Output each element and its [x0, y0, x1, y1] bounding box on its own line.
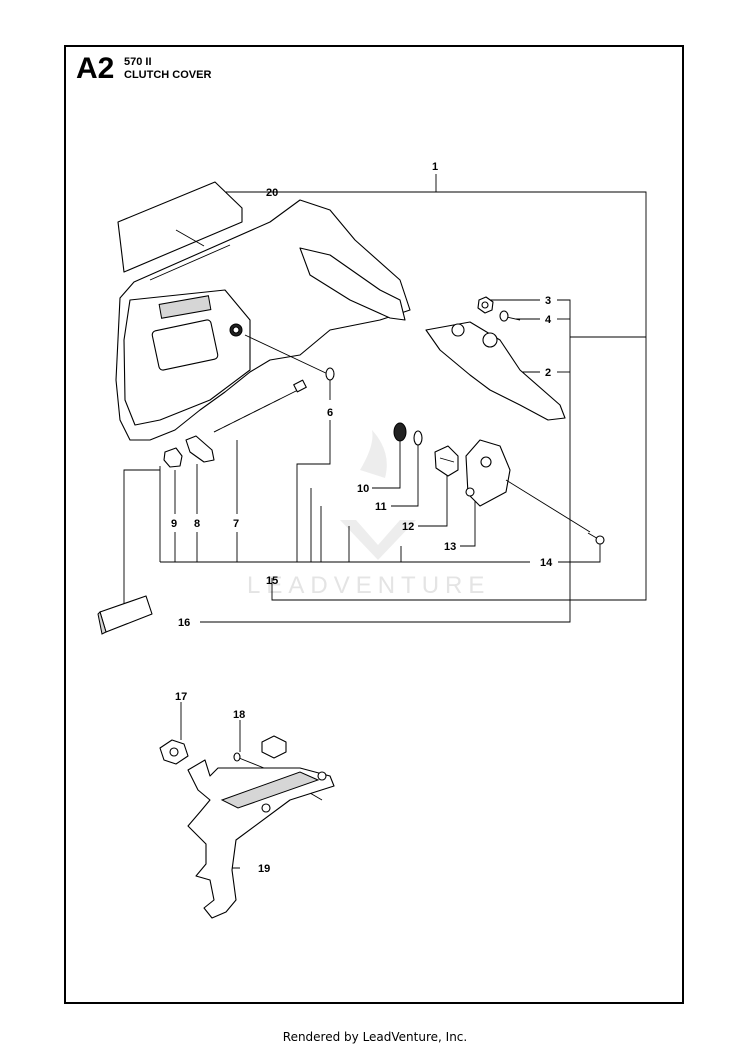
part-12-sprocket — [434, 445, 459, 477]
callout-15: 15 — [266, 575, 278, 587]
part-1-clutch-cover — [115, 199, 411, 441]
callout-10: 10 — [357, 483, 369, 495]
callout-labels: 1 2 3 4 6 7 8 9 10 11 12 13 14 15 16 17 … — [171, 161, 553, 875]
diagram-title: CLUTCH COVER — [124, 69, 212, 81]
callout-1: 1 — [432, 161, 438, 173]
callout-19: 19 — [258, 863, 270, 875]
callout-18: 18 — [233, 709, 245, 721]
footer-credit: Rendered by LeadVenture, Inc. — [282, 1030, 468, 1044]
part-14-screw — [587, 532, 605, 545]
part-19-bumper-spike — [187, 759, 335, 919]
part-18-screw — [233, 752, 265, 769]
part-9-nut — [163, 447, 183, 468]
callout-13: 13 — [444, 541, 456, 553]
part-11-washer — [413, 430, 423, 446]
part-18-nut — [261, 735, 287, 759]
watermark-emblem — [340, 430, 416, 560]
section-code: A2 — [76, 52, 115, 85]
callout-4: 4 — [545, 314, 552, 326]
part-2-bracket — [425, 321, 566, 421]
part-16-pad — [97, 595, 153, 635]
callout-14: 14 — [540, 557, 553, 569]
callout-11: 11 — [375, 501, 387, 513]
callout-7: 7 — [233, 518, 239, 530]
callout-3: 3 — [545, 295, 551, 307]
callout-8: 8 — [194, 518, 200, 530]
part-10-spring — [393, 422, 407, 442]
part-20-label — [117, 181, 243, 273]
part-7-adjuster-screw — [213, 379, 307, 433]
part-13-cover-plate — [465, 439, 591, 533]
part-3-nut — [477, 296, 494, 314]
part-17-nut — [159, 739, 189, 765]
callout-9: 9 — [171, 518, 177, 530]
callout-16: 16 — [178, 617, 190, 629]
diagram-frame — [64, 45, 684, 1004]
callout-6: 6 — [327, 407, 333, 419]
callout-2: 2 — [545, 367, 551, 379]
callout-17: 17 — [175, 691, 187, 703]
model-label: 570 II — [124, 56, 152, 68]
callout-12: 12 — [402, 521, 414, 533]
part-8-pin — [185, 435, 215, 463]
watermark: LEADVENTURE — [247, 572, 491, 599]
callout-20: 20 — [266, 187, 278, 199]
part-6-washer — [325, 367, 335, 381]
part-4-screw — [499, 310, 521, 322]
